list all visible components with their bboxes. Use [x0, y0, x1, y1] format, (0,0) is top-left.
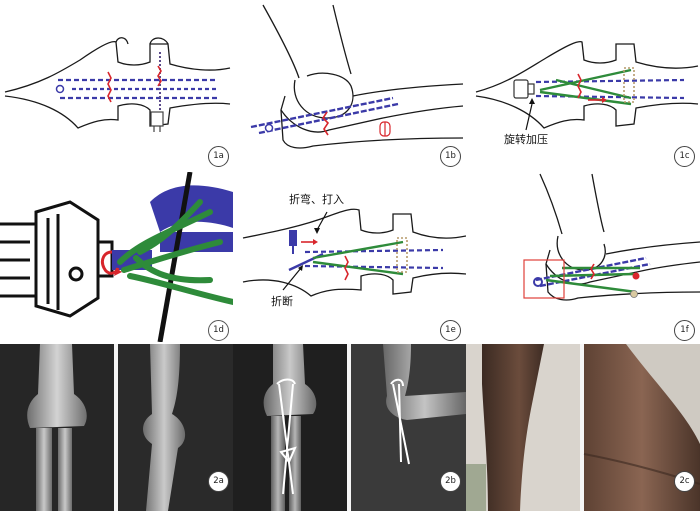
panel-2c-photo [466, 344, 700, 511]
panel-1e-annotation-bottom: 折断 [271, 295, 293, 308]
panel-2c: 2c [466, 344, 700, 511]
panel-1e-drawing [242, 208, 466, 297]
panel-1b-drawing [250, 4, 464, 149]
panel-2a: 2a [0, 344, 233, 511]
panel-2b-label: 2b [440, 471, 461, 492]
panel-1d: 1d [0, 172, 233, 342]
panel-1d-drawing [0, 172, 233, 342]
panel-2b: 2b [233, 344, 466, 511]
panel-1b: 1b [233, 0, 466, 170]
panel-2a-xray [0, 344, 233, 511]
panel-1f-label: 1f [674, 320, 695, 341]
panel-1b-label: 1b [440, 146, 461, 167]
panel-1e-annotation-top: 折弯、打入 [289, 193, 344, 206]
panel-2a-label: 2a [208, 471, 229, 492]
panel-1c-label: 1c [674, 146, 695, 167]
panel-1a-drawing [4, 37, 231, 132]
panel-1c-annotation: 旋转加压 [504, 133, 548, 146]
panel-1a: 1a [0, 0, 233, 170]
panel-2c-label: 2c [674, 471, 695, 492]
panel-2b-xray [233, 344, 466, 511]
panel-1f-drawing [523, 173, 700, 301]
panel-1f: 1f [466, 172, 700, 342]
panel-1c-drawing [475, 40, 699, 131]
panel-1d-label: 1d [208, 320, 229, 341]
panel-1e-label: 1e [440, 320, 461, 341]
panel-1e: 折弯、打入 折断 1e [233, 172, 466, 342]
panel-1c: 旋转加压 1c [466, 0, 700, 170]
panel-1a-label: 1a [208, 146, 229, 167]
